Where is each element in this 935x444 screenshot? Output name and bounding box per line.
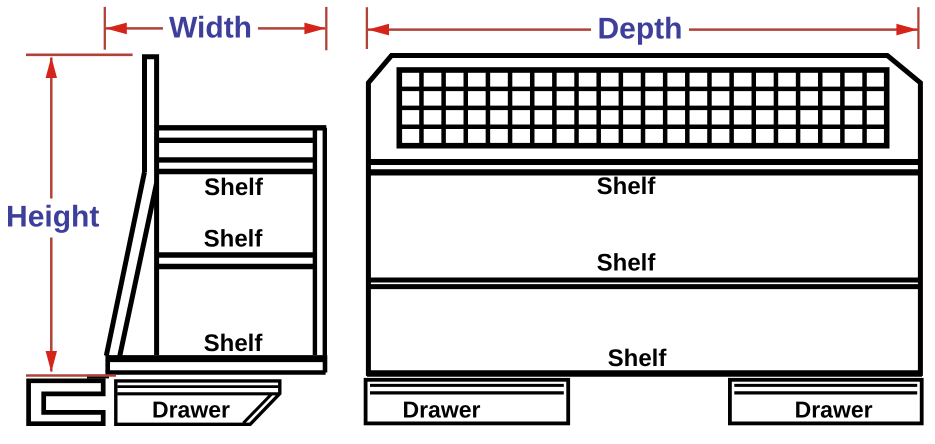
front-shelf-label-3: Shelf: [608, 345, 668, 372]
side-brace-inner: [117, 182, 160, 357]
side-step-bracket: [26, 378, 106, 427]
dim-width-arrow-right: [304, 22, 326, 35]
front-drawer-right-label: Drawer: [795, 396, 873, 422]
dim-width-label: Width: [169, 11, 252, 44]
side-shelf-label-3: Shelf: [204, 330, 264, 357]
front-drawer-right-outline: [728, 377, 924, 426]
side-drawer-outline: [114, 379, 282, 426]
side-drawer-chamfer-inner: [242, 392, 273, 425]
dim-depth-label: Depth: [598, 13, 683, 46]
front-drawer-right: [728, 377, 924, 426]
side-view: Shelf Shelf Shelf Drawer: [26, 54, 328, 427]
dim-height-arrows: [45, 56, 57, 373]
dim-depth: Depth: [365, 7, 920, 49]
front-drawer-left-outline: [363, 377, 571, 426]
dim-depth-arrow-left: [367, 23, 389, 36]
dim-width-label-bg: [163, 12, 258, 43]
dim-height-arrow-down: [45, 351, 57, 373]
front-view: Shelf Shelf Shelf Drawer Drawer: [363, 53, 924, 426]
side-shelf-label-2: Shelf: [204, 226, 264, 253]
dim-depth-arrow-right: [896, 23, 918, 36]
dim-height-label: Height: [6, 201, 99, 234]
dim-depth-arrows: [367, 23, 918, 36]
side-shelf-label-1: Shelf: [204, 174, 264, 201]
front-mesh-grid: [399, 70, 887, 146]
front-shelf-label-2: Shelf: [597, 249, 657, 276]
side-brace-outer: [103, 171, 147, 357]
side-view-labels: Shelf Shelf Shelf Drawer: [152, 174, 264, 422]
dim-width-arrow-left: [105, 22, 127, 35]
dim-depth-label-bg: [591, 13, 689, 45]
front-mesh-panel: [396, 67, 890, 149]
dim-height-arrow-up: [45, 56, 57, 78]
dim-height: Height: [1, 53, 133, 377]
dim-height-label-bg: [1, 198, 103, 238]
front-drawer-left: [363, 377, 571, 426]
dim-width: Width: [103, 6, 328, 51]
front-view-labels: Shelf Shelf Shelf Drawer Drawer: [403, 173, 873, 422]
front-drawer-left-label: Drawer: [403, 396, 481, 422]
front-shelf-label-1: Shelf: [597, 173, 657, 200]
dim-width-arrows: [105, 22, 326, 35]
side-drawer-label: Drawer: [152, 396, 230, 422]
side-upright-post: [142, 54, 160, 355]
